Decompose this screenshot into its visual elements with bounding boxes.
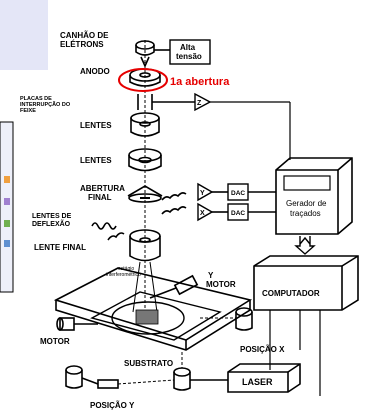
anode-label: ANODO [80, 67, 110, 76]
amp-z-label: Z [197, 100, 202, 107]
laser [190, 363, 301, 393]
dac-y-label: DAC [231, 190, 245, 197]
position-y-sensor [65, 352, 191, 391]
computer-label: COMPUTADOR [262, 289, 320, 298]
computer [253, 255, 359, 311]
amplifier-x [197, 202, 228, 222]
amp-x-label: X [200, 210, 205, 217]
final-aperture [127, 185, 163, 203]
high-voltage-box [154, 39, 211, 65]
lens-2 [128, 148, 162, 172]
dac-x-label: DAC [231, 210, 245, 217]
anode [129, 68, 161, 87]
position-y-label: POSIÇÃO Y [90, 401, 135, 410]
motor-label: MOTOR [40, 337, 70, 346]
substrate [111, 301, 185, 335]
first-aperture-highlight [118, 68, 168, 92]
lens-1 [130, 112, 160, 137]
pattern-generator [275, 157, 353, 235]
lens-1-label: LENTES [80, 121, 112, 130]
substrate-label: SUBSTRATO [124, 359, 173, 368]
x-motor [56, 317, 98, 331]
stage-table [53, 267, 253, 351]
position-x-label: POSIÇÃO X [240, 345, 285, 354]
data-link-arrow [294, 236, 316, 255]
lens-2-label: LENTES [80, 156, 112, 165]
side-legend-panel [0, 121, 14, 293]
laser-label: LASER [242, 377, 273, 387]
final-lens [129, 229, 161, 262]
first-aperture-label: 1a abertura [170, 76, 230, 88]
amp-y-label: Y [200, 190, 205, 197]
position-x-sensor [200, 307, 253, 331]
top-left-panel [0, 0, 48, 70]
final-lens-label: LENTE FINAL [34, 243, 86, 252]
y-motor [149, 274, 199, 299]
deflection-coils [91, 192, 187, 241]
electron-gun [135, 40, 155, 68]
blanking-plates [137, 92, 291, 160]
amplifier-y [197, 182, 228, 202]
